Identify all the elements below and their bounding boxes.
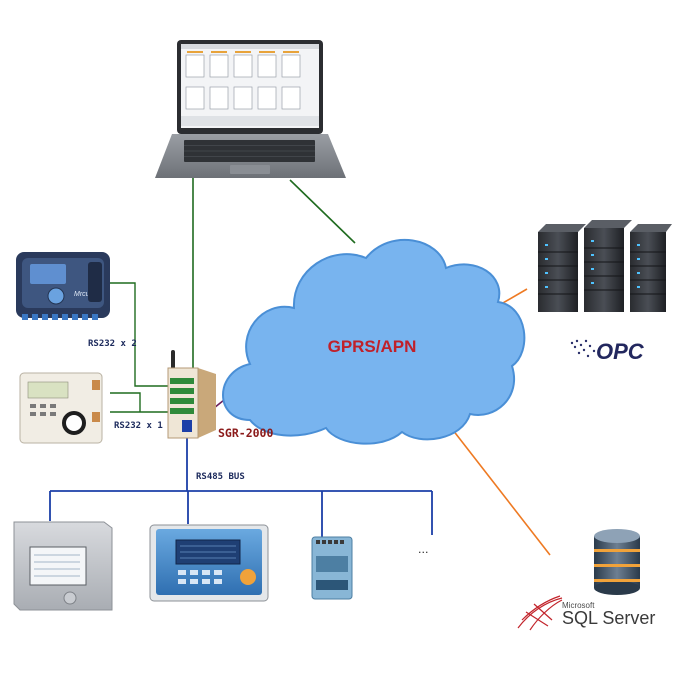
server-rack [538,220,672,312]
gprs-cloud: GPRS/APN [222,239,526,445]
meter-brand: Mrcu [74,291,90,298]
opc-logo: OPC [570,339,645,364]
gateway-port [182,420,192,432]
bus-more-indicator: ... [418,543,429,556]
volume-corrector-device [19,372,103,444]
bus-device-io-module [311,536,353,600]
cloud-shape [222,239,526,445]
panel-grey-nav [63,591,77,605]
rs232-top-label: RS232 x 2 [88,339,137,349]
gateway-terminals [170,378,194,414]
database-icon [594,529,640,595]
rs232-bottom-link-2 [110,392,141,412]
laptop-screen-widgets [185,54,301,110]
rs485-bus [49,438,433,537]
opc-logo-dots [570,339,596,358]
meter-dial [47,287,65,305]
rs232-top-link [110,282,180,387]
sql-vendor-text: Microsoft [562,601,595,610]
corrector-keypad [30,404,56,416]
laptop [155,40,346,178]
laptop-touchpad [230,165,270,174]
corrector-dial [62,411,86,435]
rs485-label: RS485 BUS [196,472,245,482]
flow-meter-device: Mrcu [16,252,110,320]
sql-server-swoosh [517,595,563,631]
gateway-label: SGR-2000 [218,426,273,440]
laptop-cloud-link [289,179,356,244]
bus-device-flow-computer [149,524,269,602]
flow-computer-nav [240,569,256,585]
meter-ports [22,314,98,320]
panel-grey-screen [29,546,87,586]
gateway-body-side [198,368,216,438]
bus-device-panel-grey [13,521,113,611]
cloud-label: GPRS/APN [328,337,417,356]
sql-product-text: SQL Server [562,608,655,628]
rs232-bottom-label: RS232 x 1 [114,421,163,431]
flow-computer-keys [178,570,222,584]
sgr-2000-gateway: SGR-2000 [167,350,273,440]
opc-logo-text: OPC [596,339,645,364]
meter-display [30,264,66,284]
corrector-display [27,381,69,399]
sql-server-logo: Microsoft SQL Server [517,595,655,631]
server-leds [545,240,640,288]
